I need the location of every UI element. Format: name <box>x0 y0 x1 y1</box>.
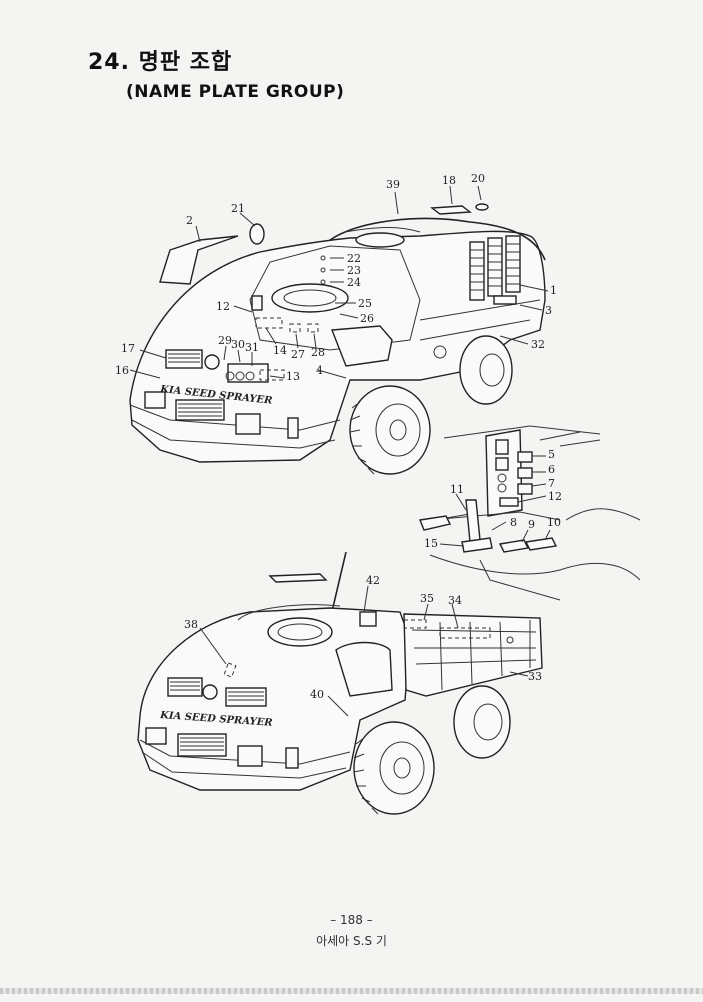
callout-32: 32 <box>531 338 545 351</box>
callout-16: 16 <box>115 364 129 377</box>
callout-38: 38 <box>184 618 198 631</box>
callout-23: 23 <box>347 264 361 277</box>
callout-2: 2 <box>186 214 193 227</box>
callout-5: 5 <box>548 448 555 461</box>
callout-39: 39 <box>386 178 400 191</box>
callout-26: 26 <box>360 312 374 325</box>
publisher-label: 아세아 S.S 기 <box>316 934 387 948</box>
callout-27: 27 <box>291 348 305 361</box>
leader-lines-bottom <box>199 585 529 717</box>
callout-1: 1 <box>550 284 557 297</box>
callout-14: 14 <box>273 344 287 357</box>
callout-8: 8 <box>510 516 517 529</box>
callout-18: 18 <box>442 174 456 187</box>
callout-7: 7 <box>548 477 555 490</box>
callout-24: 24 <box>347 276 361 289</box>
sprayer-vehicle-drawing: KIA SEED SPRAYER <box>129 203 546 475</box>
page-subtitle: (NAME PLATE GROUP) <box>126 82 345 102</box>
cargo-vehicle-drawing: KIA SEED SPRAYER <box>137 551 543 815</box>
callout-33: 33 <box>528 670 542 683</box>
callout-20: 20 <box>471 172 485 185</box>
callout-12-panel: 12 <box>548 490 562 503</box>
callout-35: 35 <box>420 592 434 605</box>
callout-11: 11 <box>450 483 464 496</box>
callout-31: 31 <box>245 341 259 354</box>
callout-10: 10 <box>547 516 561 529</box>
callout-17: 17 <box>121 342 135 355</box>
callout-40: 40 <box>310 688 324 701</box>
callout-30: 30 <box>231 338 245 351</box>
callout-42: 42 <box>366 574 380 587</box>
page-number: – 188 – <box>330 913 373 927</box>
callout-21: 21 <box>231 202 245 215</box>
control-panel-drawing <box>419 425 641 601</box>
callout-4: 4 <box>316 364 323 377</box>
scan-edge <box>0 988 703 994</box>
leader-lines-top <box>129 185 549 379</box>
callout-25: 25 <box>358 297 372 310</box>
callout-9: 9 <box>528 518 535 531</box>
callout-22: 22 <box>347 252 361 265</box>
callout-28: 28 <box>311 346 325 359</box>
callout-13: 13 <box>286 370 300 383</box>
leader-lines-panel <box>439 455 551 547</box>
page-title: 24. 명판 조합 <box>88 50 233 75</box>
callout-34: 34 <box>448 594 462 607</box>
callout-12-top: 12 <box>216 300 230 313</box>
callout-15: 15 <box>424 537 438 550</box>
callout-29: 29 <box>218 334 232 347</box>
callout-3: 3 <box>545 304 552 317</box>
callout-6: 6 <box>548 463 555 476</box>
